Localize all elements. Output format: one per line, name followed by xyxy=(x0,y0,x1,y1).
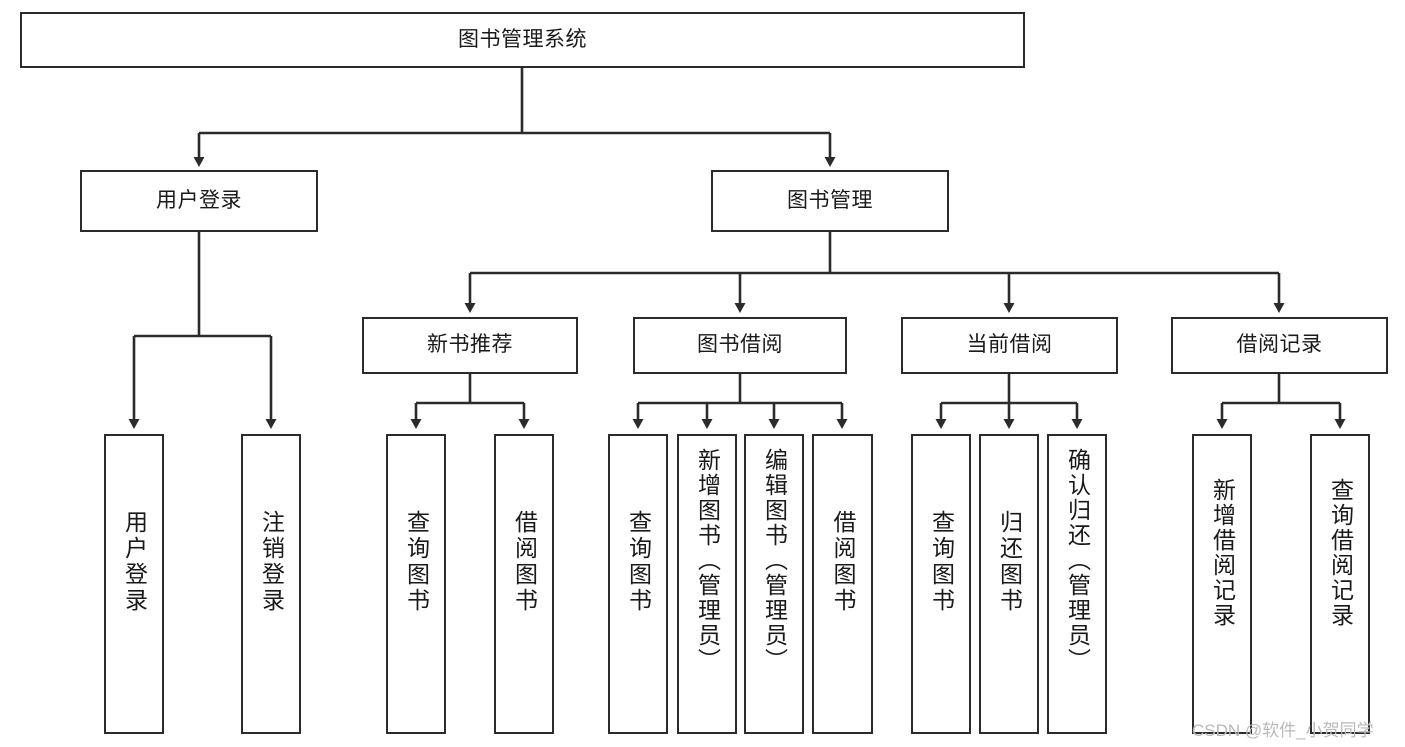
node-label: 编辑图书（管理员） xyxy=(761,448,788,673)
node-label: 查询图书 xyxy=(928,510,955,614)
node-label: 借阅图书 xyxy=(511,510,538,614)
node-label: 确认归还（管理员） xyxy=(1064,448,1091,673)
leaf-edit-book[interactable]: 编辑图书（管理员） xyxy=(744,434,804,734)
node-label: 查询图书 xyxy=(625,510,652,614)
node-label: 图书管理系统 xyxy=(458,27,587,51)
node-label: 用户登录 xyxy=(121,510,148,614)
node-label: 归还图书 xyxy=(996,510,1023,614)
node-user-login[interactable]: 用户登录 xyxy=(80,170,318,232)
leaf-query-borrow-record[interactable]: 查询借阅记录 xyxy=(1310,434,1370,734)
node-label: 新增图书（管理员） xyxy=(694,448,721,673)
leaf-query-book-current[interactable]: 查询图书 xyxy=(911,434,971,734)
node-label: 查询图书 xyxy=(403,510,430,614)
leaf-borrow-book-recommend[interactable]: 借阅图书 xyxy=(494,434,554,734)
leaf-user-login[interactable]: 用户登录 xyxy=(104,434,164,734)
csdn-watermark: CSDN @软件_小贺同学 xyxy=(1192,721,1374,740)
node-current-borrow[interactable]: 当前借阅 xyxy=(901,317,1118,374)
node-label: 图书管理 xyxy=(787,188,873,212)
node-label: 注销登录 xyxy=(258,510,285,614)
node-label: 图书借阅 xyxy=(697,333,783,357)
node-borrow-record[interactable]: 借阅记录 xyxy=(1171,317,1388,374)
node-label: 借阅图书 xyxy=(830,510,856,614)
node-label: 新增借阅记录 xyxy=(1209,478,1236,628)
node-label: 查询借阅记录 xyxy=(1327,478,1354,628)
node-label: 借阅记录 xyxy=(1236,333,1323,357)
leaf-add-borrow-record[interactable]: 新增借阅记录 xyxy=(1192,434,1252,734)
leaf-query-book-recommend[interactable]: 查询图书 xyxy=(386,434,446,734)
leaf-logout-login[interactable]: 注销登录 xyxy=(241,434,301,734)
node-label: 当前借阅 xyxy=(966,333,1053,357)
leaf-borrow-book[interactable]: 借阅图书 xyxy=(812,434,873,734)
node-label: 新书推荐 xyxy=(427,333,513,357)
node-label: 用户登录 xyxy=(156,188,242,212)
node-new-book-recommend[interactable]: 新书推荐 xyxy=(362,317,578,374)
leaf-confirm-return[interactable]: 确认归还（管理员） xyxy=(1047,434,1107,734)
leaf-add-book[interactable]: 新增图书（管理员） xyxy=(677,434,737,734)
node-book-management[interactable]: 图书管理 xyxy=(711,170,949,232)
leaf-query-book-borrow[interactable]: 查询图书 xyxy=(608,434,668,734)
leaf-return-book[interactable]: 归还图书 xyxy=(979,434,1039,734)
node-root-system[interactable]: 图书管理系统 xyxy=(20,12,1025,68)
node-book-borrow[interactable]: 图书借阅 xyxy=(633,317,847,374)
